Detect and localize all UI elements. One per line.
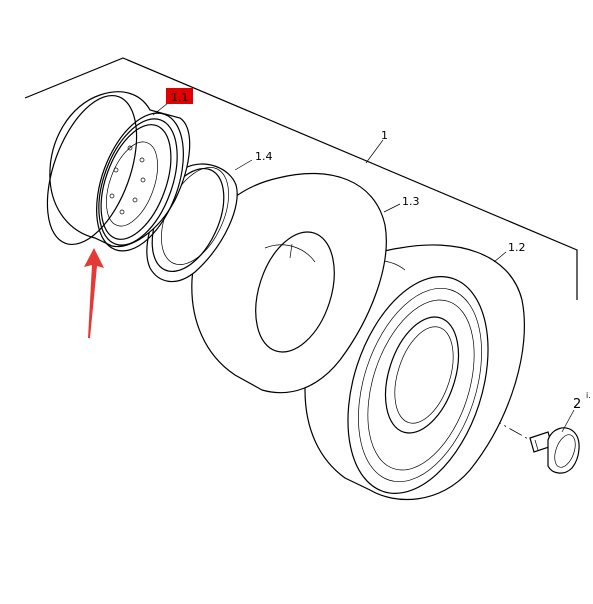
assembly-bracket-line bbox=[24, 57, 578, 300]
label-rim: 1.1 bbox=[171, 91, 189, 104]
wheel-nut bbox=[529, 427, 580, 474]
label-tube: 1.3 bbox=[402, 195, 420, 208]
leader-1-1 bbox=[152, 102, 169, 116]
leader-1-2 bbox=[493, 251, 507, 263]
inner-tube bbox=[191, 172, 387, 394]
label-flap: 1.4 bbox=[255, 150, 273, 163]
leader-1-4 bbox=[234, 159, 253, 171]
leader-1-3 bbox=[383, 203, 401, 213]
label-nut: 2 bbox=[573, 397, 581, 412]
label-nut-note: i. bbox=[586, 391, 591, 400]
leader-1 bbox=[365, 139, 384, 164]
label-rim-highlight bbox=[166, 88, 193, 104]
label-tyre: 1.2 bbox=[508, 241, 526, 254]
wheel-rim bbox=[46, 91, 191, 252]
red-arrow-icon bbox=[84, 248, 104, 338]
leader-2 bbox=[561, 409, 575, 433]
label-assembly: 1 bbox=[381, 129, 388, 142]
